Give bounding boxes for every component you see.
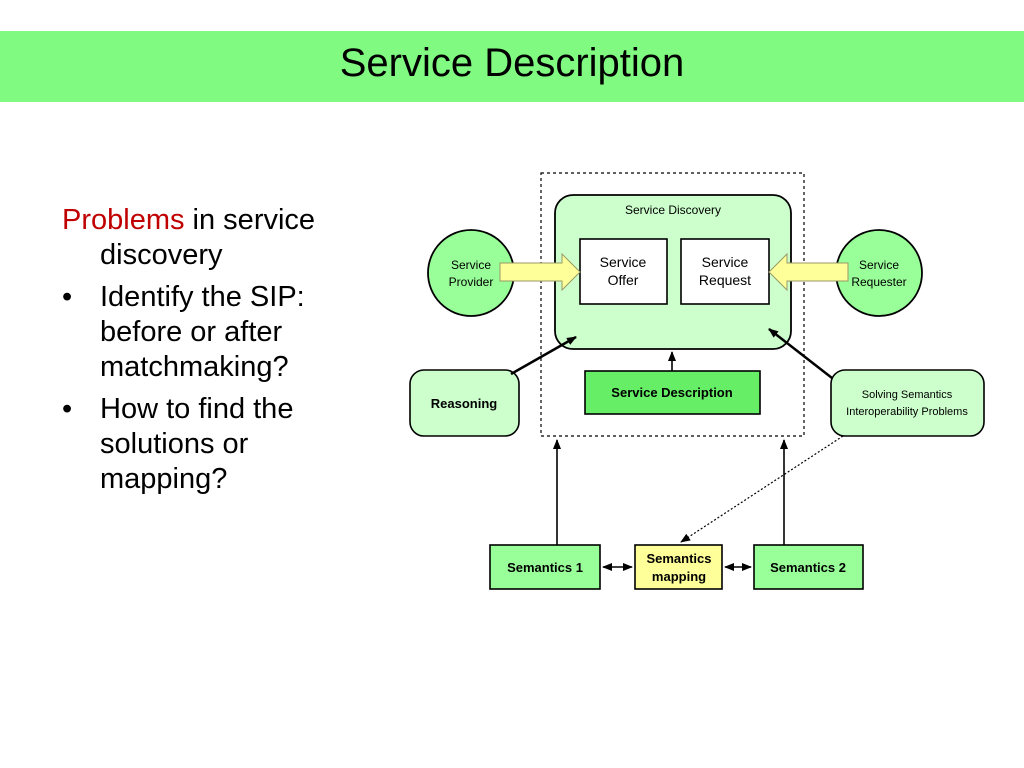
title-bar: Service Description [0, 31, 1024, 102]
service-description-label: Service Description [611, 385, 732, 400]
semantics-mapping-label-2: mapping [652, 569, 706, 584]
page-title: Service Description [339, 41, 685, 85]
bullet-item: • Identify the SIP: before or after match… [62, 280, 382, 385]
service-request-label-1: Service [702, 254, 749, 270]
bullet-dot: • [62, 281, 73, 313]
semantics-mapping-box [634, 544, 723, 590]
problems-heading-rest: in service discovery [100, 204, 316, 271]
service-offer-label-1: Service [600, 254, 647, 270]
service-requester-label-2: Requester [851, 275, 906, 289]
service-description-box [584, 370, 761, 415]
solving-semantics-box [830, 369, 985, 437]
bullet-text: How to find the solutions or mapping? [100, 393, 294, 495]
provider-to-offer-arrow [499, 252, 581, 292]
service-request-label-2: Request [699, 272, 751, 288]
semantics-1-box [489, 544, 601, 590]
semantics-2-box [753, 544, 864, 590]
bullet-item: • How to find the solutions or mapping? [62, 392, 382, 497]
service-provider-label-2: Provider [449, 275, 494, 289]
solving-to-mapping-dotted-arrow [680, 435, 844, 543]
semantics-1-label: Semantics 1 [507, 560, 583, 575]
reasoning-label: Reasoning [431, 396, 498, 411]
service-requester-label-1: Service [859, 258, 899, 272]
bullet-dot: • [62, 393, 73, 425]
problems-highlight: Problems [62, 204, 185, 236]
bullet-text: Identify the SIP: before or after matchm… [100, 281, 305, 383]
solving-semantics-label-2: Interoperability Problems [846, 406, 968, 418]
service-provider-label-1: Service [451, 258, 491, 272]
service-offer-label-2: Offer [608, 272, 639, 288]
semantics-mapping-label-1: Semantics [646, 551, 711, 566]
service-discovery-label: Service Discovery [625, 203, 721, 217]
problems-heading: Problems in service discovery [62, 203, 382, 273]
requester-to-request-arrow [768, 252, 849, 292]
boundary-dashed-box [540, 172, 805, 437]
service-requester-circle [835, 229, 923, 317]
service-offer-box [579, 238, 668, 305]
reasoning-box [409, 369, 520, 437]
solving-semantics-label-1: Solving Semantics [862, 389, 953, 401]
solving-to-discovery-arrow [768, 328, 833, 379]
semantics-2-label: Semantics 2 [770, 560, 846, 575]
text-area: Problems in service discovery • Identify … [62, 203, 382, 504]
reasoning-to-discovery-arrow [510, 335, 577, 376]
